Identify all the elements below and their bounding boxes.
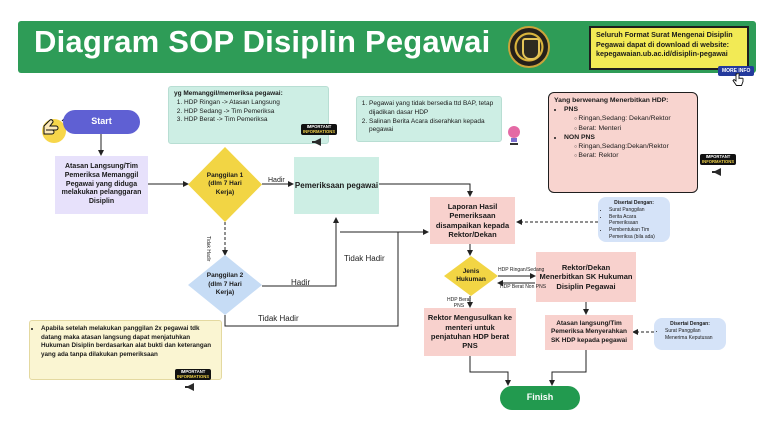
page-title: Diagram SOP Disiplin Pegawai (34, 24, 491, 59)
tidak-hadir-right-label: Tidak Hadir (344, 254, 385, 263)
panggilan-2-decision: Panggilan 2 (dlm 7 Hari Kerja) (188, 255, 262, 315)
laporan-hasil-node: Laporan Hasil Pemeriksaan disampaikan ke… (430, 197, 515, 244)
bap-item: Salinan Berita Acara diserahkan kepada p… (369, 118, 497, 136)
important-badge-top: IMPORTANT (306, 124, 332, 129)
start-node: Start (63, 110, 140, 134)
hdp-berat-pns-label: HDP Berat PNS (447, 297, 471, 309)
important-badge: IMPORTANT INFORMATIONS (175, 369, 212, 381)
berwenang-item: Berat: Rektor (574, 151, 692, 160)
jenis-hukuman-label: Jenis Hukuman (456, 267, 486, 283)
berwenang-item: Ringan,Sedang:Dekan/Rektor (574, 142, 692, 151)
important-badge-sub: INFORMATIONS (303, 128, 336, 134)
berwenang-note: Yang berwenang Menerbitkan HDP: PNS Ring… (548, 92, 698, 193)
edge-panggilan2-laporan-bottom (224, 229, 429, 327)
disertai-item: Berita Acara Pemeriksaan (609, 214, 666, 228)
panggilan-2-label: Panggilan 2 (dlm 7 Hari Kerja) (206, 272, 244, 297)
finish-node: Finish (500, 386, 580, 410)
important-badge-top: IMPORTANT (705, 154, 731, 159)
disertai-item: Surat Panggilan (609, 207, 666, 214)
berwenang-title: Yang berwenang Menerbitkan HDP: (554, 97, 669, 104)
disertai-item: Surat Panggilan Menerima Keputusan (665, 328, 722, 342)
berwenang-group-name: PNS (564, 106, 578, 114)
edge-atasan-sk-finish (549, 350, 587, 386)
edge-rektor-usul-finish (469, 356, 511, 386)
important-badge: IMPORTANT INFORMATIONS (700, 154, 737, 166)
atasan-memanggil-node: Atasan Langsung/Tim Pemeriksa Memanggil … (55, 156, 148, 214)
download-note: Seluruh Format Surat Mengenai Disiplin P… (589, 26, 749, 70)
important-badge-sub: INFORMATIONS (702, 158, 735, 164)
bap-note: Pegawai yang tidak bersedia ttd BAP, tet… (356, 96, 502, 142)
hdp-berat-pns-line1: HDP Berat (447, 297, 471, 303)
hdp-ringan-sedang-label: HDP Ringan/Sedang (498, 267, 545, 273)
panggilan-1-decision: Panggilan 1 (dlm 7 Hari Kerja) (188, 147, 262, 222)
disertai-title: Disertai Dengan: (670, 321, 710, 327)
panggilan-1-label: Panggilan 1 (dlm 7 Hari Kerja) (206, 171, 244, 196)
megaphone-icon (712, 168, 721, 176)
rektor-usulkan-node: Rektor Mengusulkan ke menteri untuk penj… (424, 308, 516, 356)
pemanggil-item: HDP Berat -> Tim Pemeriksa (184, 116, 323, 125)
berwenang-item: Ringan,Sedang: Dekan/Rektor (574, 114, 692, 123)
important-badge-sub: INFORMATIONS (177, 373, 210, 379)
important-badge: IMPORTANT INFORMATIONS (301, 124, 338, 136)
megaphone-icon (185, 383, 194, 391)
jenis-hukuman-decision: Jenis Hukuman (444, 256, 498, 296)
edge-pemeriksaan-laporan (378, 183, 473, 197)
lightbulb-icon (508, 126, 520, 145)
apabila-text: Apabila setelah melakukan panggilan 2x p… (41, 325, 216, 359)
hdp-berat-non-pns-label: HDP Berat Non PNS (500, 284, 547, 290)
pemanggil-item: HDP Ringan -> Atasan Langsung (184, 99, 323, 108)
edge-panggilan2-pemeriksaan (262, 217, 339, 287)
megaphone-icon (312, 138, 321, 146)
university-logo (508, 26, 550, 68)
disertai-title: Disertai Dengan: (614, 200, 654, 206)
berwenang-item: Berat: Menteri (574, 124, 692, 133)
rektor-terbitkan-sk-node: Rektor/Dekan Menerbitkan SK Hukuman Disi… (536, 252, 636, 302)
disertai-note-1: Disertai Dengan: Surat Panggilan Berita … (598, 197, 670, 242)
hdp-berat-pns-line2: PNS (453, 303, 465, 309)
bap-item: Pegawai yang tidak bersedia ttd BAP, tet… (369, 100, 497, 118)
important-badge-top: IMPORTANT (180, 369, 206, 374)
disertai-item: Pembentukan Tim Pemeriksa (bila ada) (609, 227, 666, 241)
hadir-label-1: Hadir (268, 177, 285, 184)
atasan-serahkan-sk-node: Atasan langsung/Tim Pemeriksa Menyerahka… (545, 315, 633, 350)
tidak-hadir-vertical-label: Tidak Hadir (205, 236, 211, 262)
pemanggil-note: yg Memanggil/memeriksa pegawai: HDP Ring… (168, 86, 329, 144)
pemanggil-note-title: yg Memanggil/memeriksa pegawai: (174, 90, 283, 97)
pemanggil-item: HDP Sedang -> Tim Pemeriksa (184, 108, 323, 117)
berwenang-group-pns: PNS Ringan,Sedang: Dekan/Rektor Berat: M… (564, 105, 692, 133)
berwenang-group-non-pns: NON PNS Ringan,Sedang:Dekan/Rektor Berat… (564, 133, 692, 161)
hadir-label-2: Hadir (291, 278, 311, 287)
hand-cursor-icon (732, 73, 744, 86)
berwenang-group-name: NON PNS (564, 133, 595, 141)
tidak-hadir-bottom-label: Tidak Hadir (258, 314, 299, 323)
more-info-button[interactable]: MORE INFO (718, 66, 755, 76)
pemeriksaan-node: Pemeriksaan pegawai (294, 157, 379, 214)
disertai-note-2: Disertai Dengan: Surat Panggilan Menerim… (654, 318, 726, 350)
